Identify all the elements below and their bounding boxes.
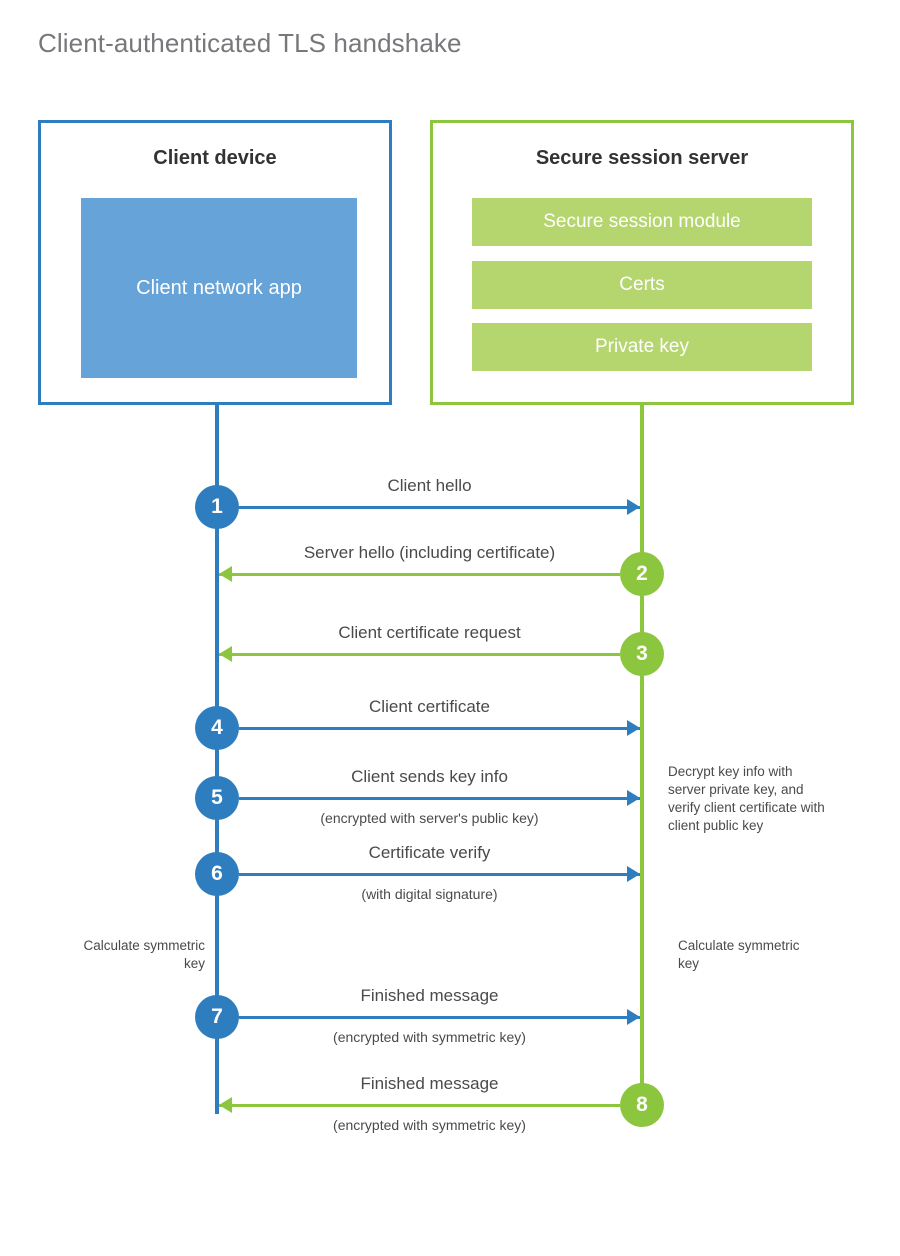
message-arrowhead-3	[219, 646, 232, 662]
message-arrowhead-5	[627, 790, 640, 806]
server-calculate-symmetric-key-note: Calculate symmetric key	[678, 938, 800, 971]
message-label-2: Server hello (including certificate)	[303, 543, 556, 562]
message-sublabel-8: (encrypted with symmetric key)	[333, 1117, 526, 1133]
page-title: Client-authenticated TLS handshake	[38, 28, 462, 58]
message-sublabel-7: (encrypted with symmetric key)	[333, 1029, 526, 1045]
client-device-box: Client device Client network app	[38, 120, 392, 405]
step-circle-4[interactable]: 4	[195, 706, 239, 750]
message-arrowhead-1	[627, 499, 640, 515]
client-calculate-symmetric-key-note: Calculate symmetric key	[83, 938, 205, 971]
step-circle-5[interactable]: 5	[195, 776, 239, 820]
step-circle-6[interactable]: 6	[195, 852, 239, 896]
client-device-title: Client device	[153, 147, 277, 169]
message-line-5	[239, 796, 640, 800]
step-circle-3[interactable]: 3	[620, 632, 664, 676]
message-line-1	[239, 505, 640, 509]
server-component-secure-session-module: Secure session module	[472, 198, 812, 246]
message-arrowhead-2	[219, 566, 232, 582]
message-label-4: Client certificate	[369, 697, 490, 716]
client-lifeline	[215, 404, 219, 1114]
message-line-2	[219, 572, 620, 576]
message-arrowhead-6	[627, 866, 640, 882]
step-circle-1[interactable]: 1	[195, 485, 239, 529]
step-circle-2[interactable]: 2	[620, 552, 664, 596]
message-label-7: Finished message	[360, 986, 499, 1005]
message-arrowhead-7	[627, 1009, 640, 1025]
message-arrowhead-4	[627, 720, 640, 736]
step-circle-8[interactable]: 8	[620, 1083, 664, 1127]
message-line-8	[219, 1103, 620, 1107]
message-line-3	[219, 652, 620, 656]
message-label-1: Client hello	[387, 476, 472, 495]
message-label-8: Finished message	[360, 1074, 499, 1093]
secure-session-server-title: Secure session server	[535, 147, 749, 169]
step-circle-7[interactable]: 7	[195, 995, 239, 1039]
server-decrypt-note: Decrypt key info with server private key…	[668, 764, 825, 833]
message-label-3: Client certificate request	[338, 623, 521, 642]
client-network-app-box: Client network app	[81, 198, 357, 378]
message-line-6	[239, 872, 640, 876]
message-sublabel-5: (encrypted with server's public key)	[320, 810, 539, 826]
server-lifeline	[640, 404, 644, 1106]
secure-session-server-box: Secure session server Secure session mod…	[430, 120, 854, 405]
server-component-private-key: Private key	[472, 323, 812, 371]
message-sublabel-6: (with digital signature)	[361, 886, 498, 902]
message-line-7	[239, 1015, 640, 1019]
message-arrowhead-8	[219, 1097, 232, 1113]
server-component-certs: Certs	[472, 261, 812, 309]
message-label-6: Certificate verify	[368, 843, 491, 862]
message-line-4	[239, 726, 640, 730]
message-label-5: Client sends key info	[351, 767, 508, 786]
